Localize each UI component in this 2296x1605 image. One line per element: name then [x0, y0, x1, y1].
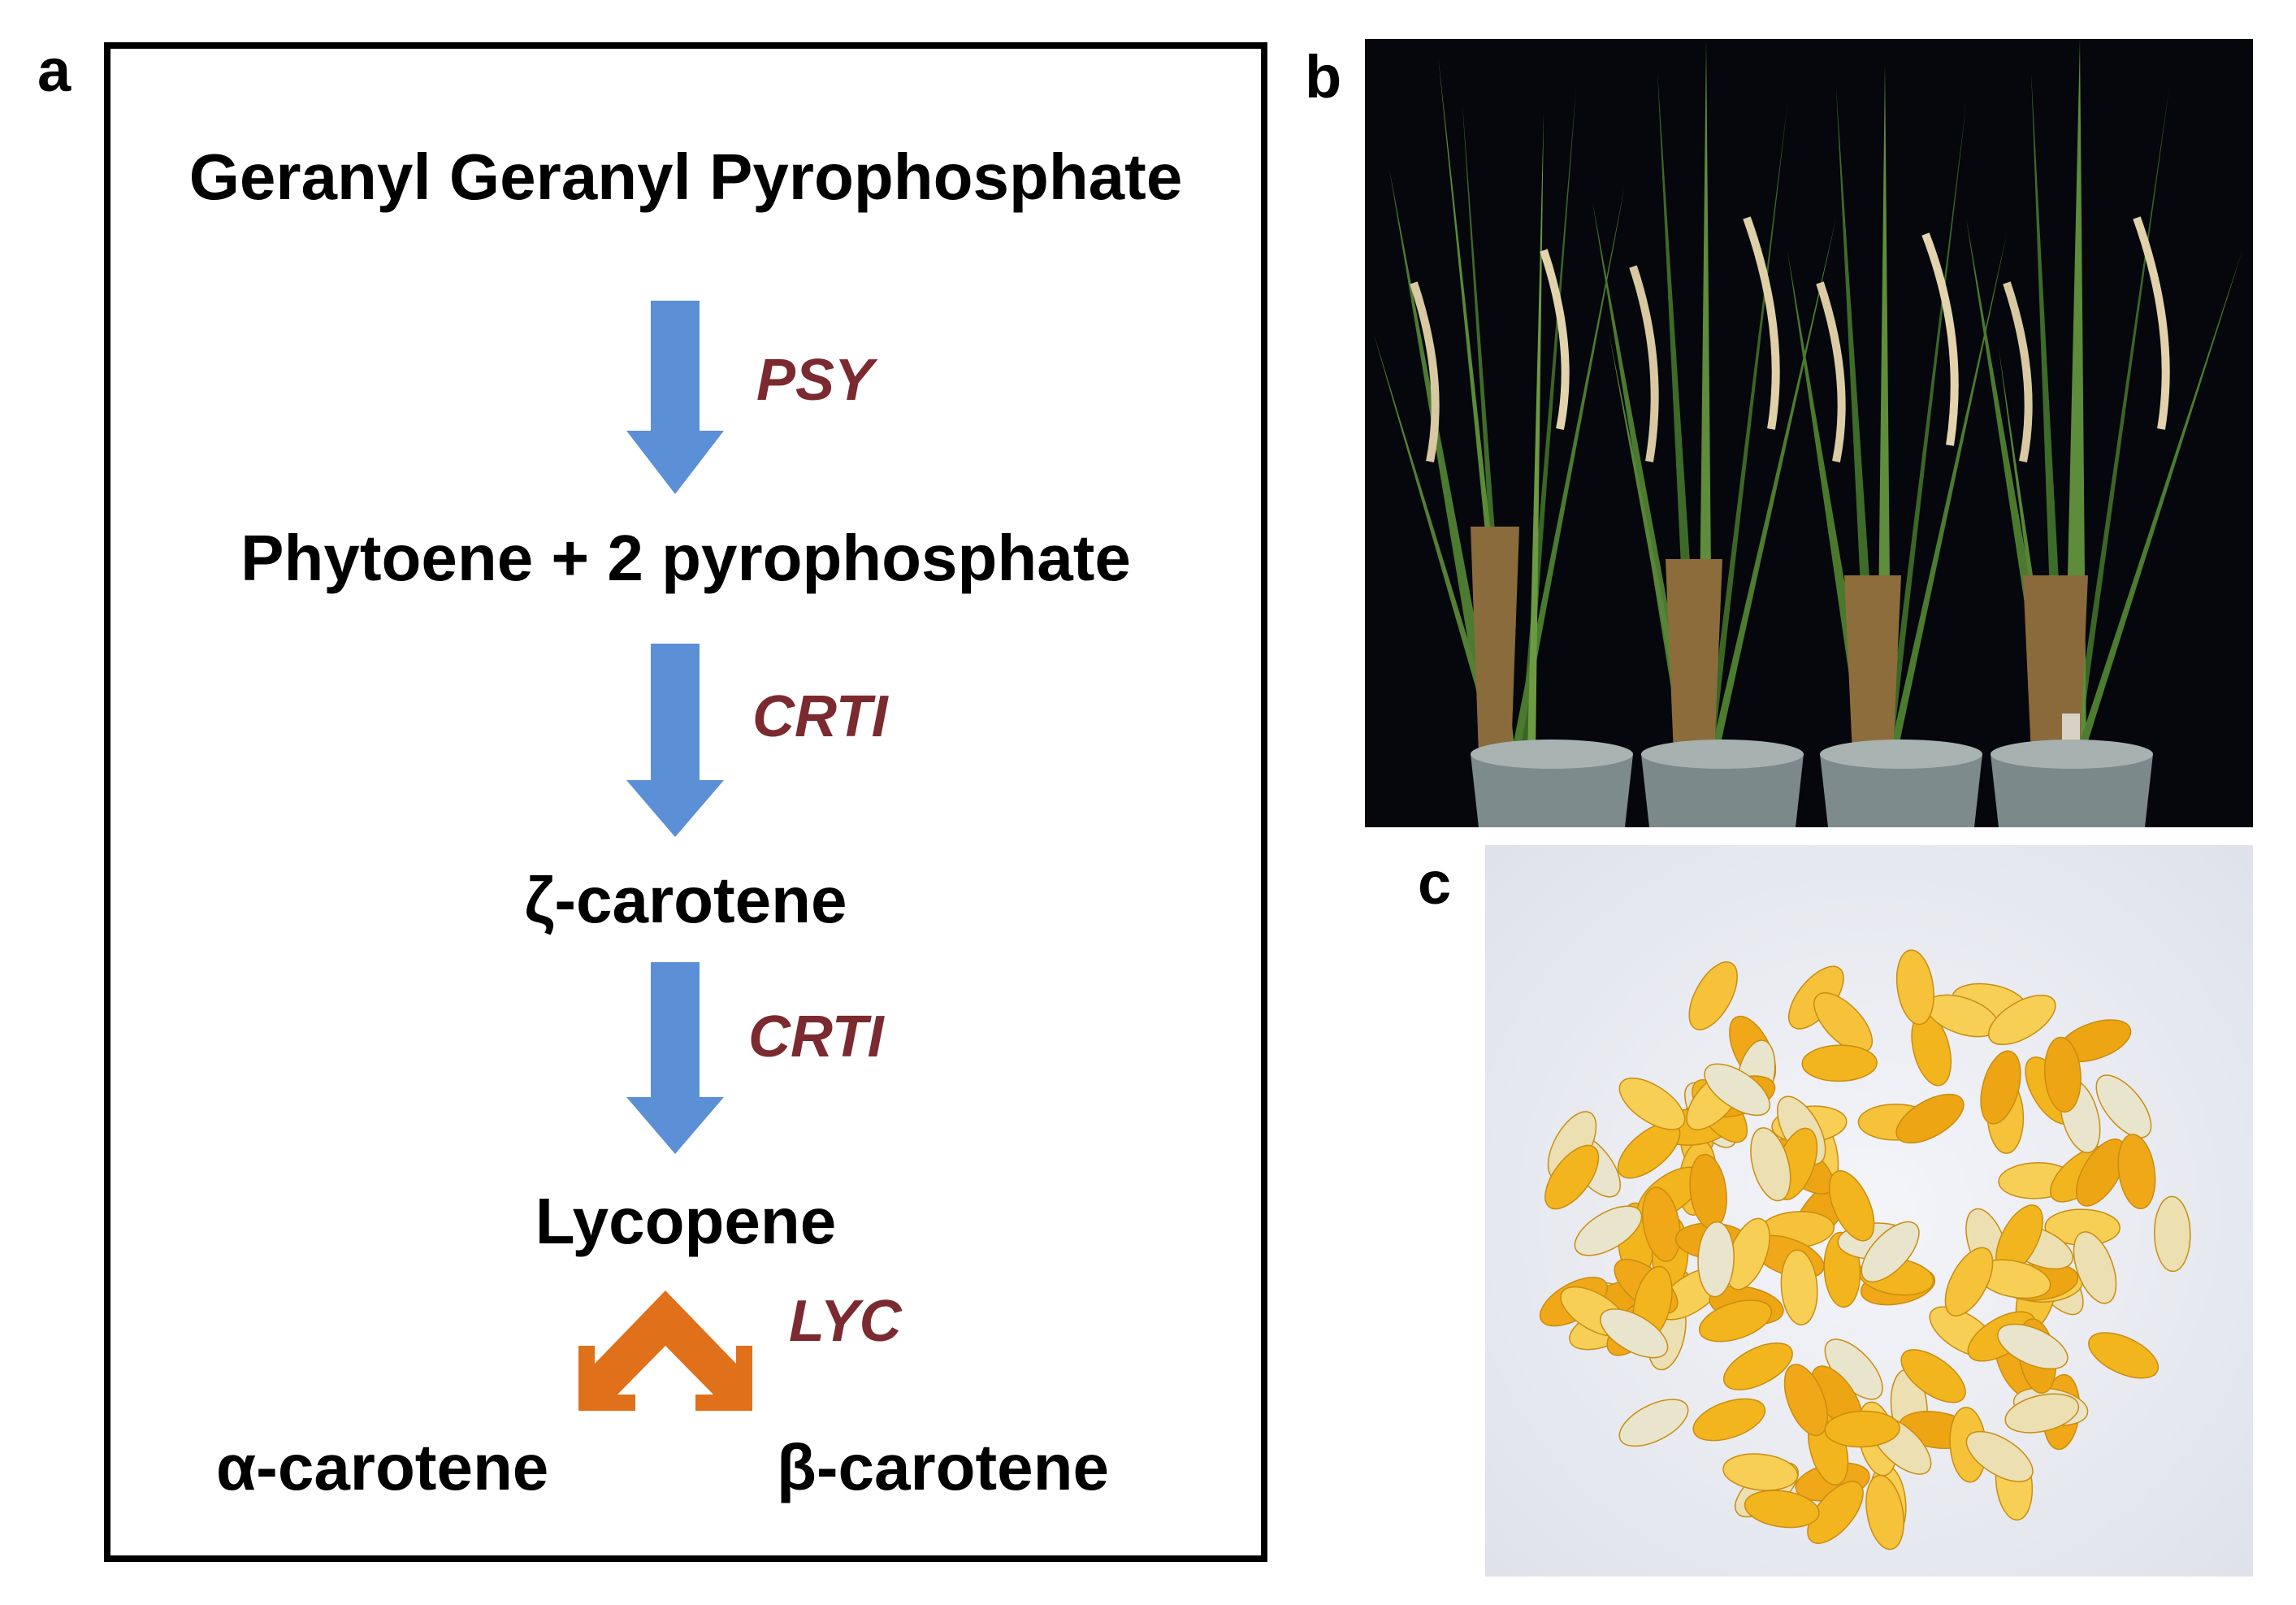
- rice-grain: [1704, 1063, 1771, 1117]
- rice-grain: [1692, 1398, 1766, 1442]
- rice-grain: [2075, 1139, 2127, 1207]
- down-arrow-2: [626, 644, 724, 837]
- enzyme-crti-2: CRTI: [748, 1004, 884, 1069]
- rice-grain: [2154, 1195, 2191, 1273]
- rice-grain: [2004, 1393, 2080, 1434]
- rice-grain: [1697, 1221, 1735, 1298]
- pathway-diagram: Geranyl Geranyl Pyrophosphate PSY Phytoe…: [104, 42, 1267, 1562]
- rice-grain: [1980, 1050, 2021, 1125]
- enzyme-lyc: LYC: [789, 1289, 902, 1354]
- rice-grains-illustration: [1485, 845, 2253, 1577]
- rice-grain: [1600, 1308, 1669, 1359]
- panel-label-a: a: [37, 37, 71, 104]
- rice-grain: [2088, 1332, 2160, 1379]
- rice-grain: [2073, 1231, 2117, 1304]
- rice-grain: [2043, 1036, 2082, 1113]
- rice-grain: [1895, 949, 1934, 1026]
- rice-plant-3: [1787, 63, 2007, 754]
- rice-plant-4: [1966, 39, 2242, 779]
- rice-grain: [1965, 1430, 2034, 1482]
- rice-grain: [1824, 1410, 1900, 1448]
- rice-grain: [2117, 1134, 2156, 1210]
- lycopene-label: Lycopene: [535, 1185, 837, 1257]
- down-arrow-1: [626, 301, 724, 494]
- rice-grain: [2095, 1074, 2152, 1139]
- rice-grain: [1861, 1221, 1920, 1282]
- enzyme-crti-1: CRTI: [752, 684, 888, 749]
- substrate-label: Geranyl Geranyl Pyrophosphate: [188, 141, 1183, 213]
- rice-grain: [1997, 1323, 2069, 1370]
- rice-grain: [1688, 961, 1738, 1030]
- down-arrow-1-shape: [626, 301, 724, 494]
- alpha-carotene-label: α-carotene: [216, 1431, 549, 1503]
- rice-grain: [1722, 1343, 1793, 1390]
- down-arrow-2-shape: [626, 644, 724, 837]
- rice-grain: [1780, 1249, 1818, 1325]
- phytoene-label: Phytoene + 2 pyrophosphate: [240, 522, 1131, 594]
- rice-grain: [1900, 1349, 1966, 1403]
- branch-arrow: [578, 1291, 752, 1411]
- rice-grain: [1944, 1247, 1994, 1317]
- rice-grain: [1698, 1299, 1773, 1343]
- rice-grain: [1828, 1170, 1875, 1242]
- rice-grains-photo: [1485, 845, 2253, 1577]
- down-arrow-3: [626, 962, 724, 1154]
- rice-grain: [1988, 994, 2056, 1046]
- rice-grain: [1750, 1127, 1791, 1202]
- down-arrow-3-shape: [626, 962, 724, 1154]
- rice-grain: [1574, 1205, 1643, 1256]
- rice-plants-photo: [1365, 39, 2253, 827]
- zeta-carotene-label: ζ-carotene: [524, 864, 847, 936]
- rice-plant-1: [1373, 55, 1625, 754]
- enzyme-psy: PSY: [756, 348, 874, 413]
- rice-grain: [1807, 1481, 1864, 1544]
- rice-grains-cluster: [1539, 949, 2191, 1551]
- panel-label-c: c: [1418, 849, 1452, 917]
- rice-grain: [1544, 1144, 1600, 1210]
- rice-grain: [1641, 1186, 1681, 1262]
- rice-grain: [1895, 1093, 1965, 1144]
- panel-label-b: b: [1305, 43, 1342, 111]
- rice-grain: [1618, 1078, 1686, 1130]
- rice-grain: [1801, 1044, 1878, 1082]
- rice-grain: [1744, 1490, 1820, 1529]
- rice-grain: [1722, 1453, 1799, 1491]
- rice-grain: [1618, 1399, 1689, 1447]
- rice-plants-illustration: [1365, 39, 2253, 827]
- rice-grain: [1783, 1364, 1828, 1437]
- rice-grain: [1813, 992, 1874, 1053]
- rice-grain: [1865, 1474, 1904, 1551]
- plant-pots: [1471, 740, 2153, 827]
- beta-carotene-label: β-carotene: [777, 1431, 1109, 1503]
- branch-arrow-shape: [578, 1291, 752, 1411]
